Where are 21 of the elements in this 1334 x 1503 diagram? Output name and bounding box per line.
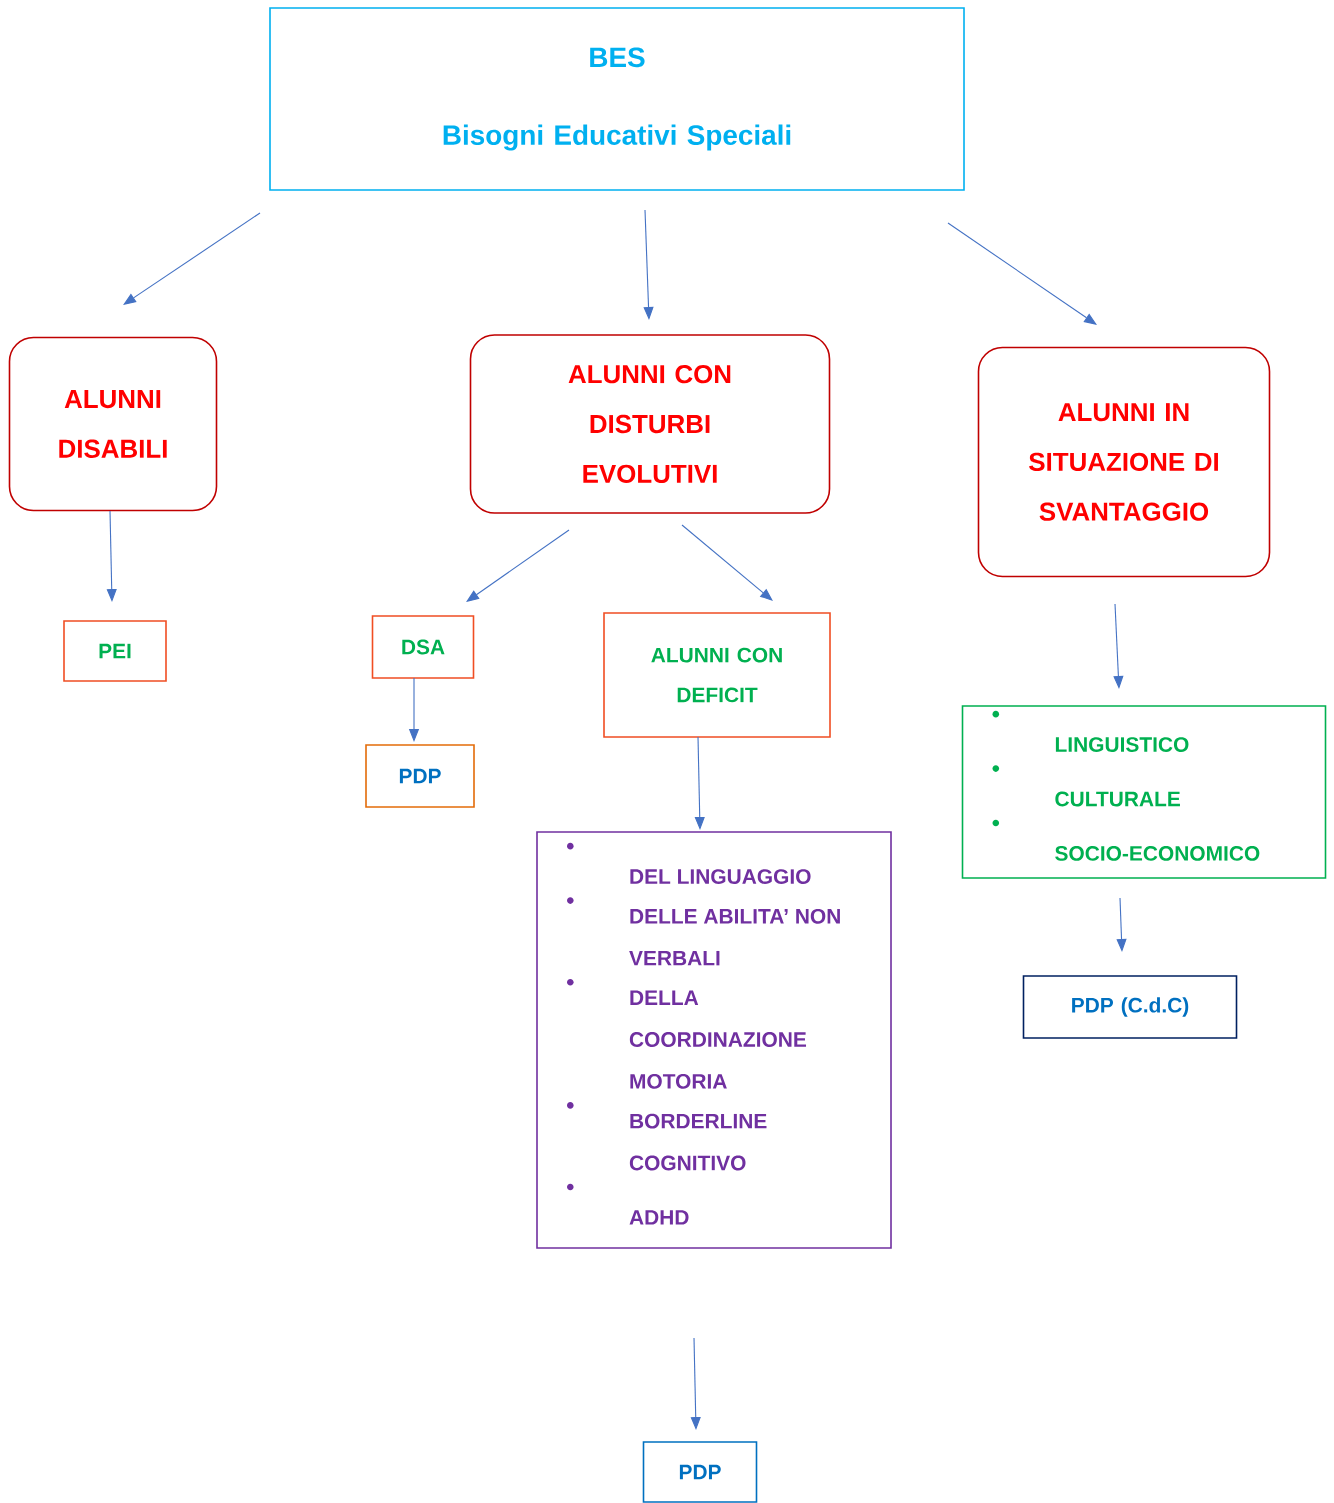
arrow <box>690 1337 701 1430</box>
category-box: ALUNNI CON DISTURBI EVOLUTIVI <box>469 334 831 514</box>
heading-box: BES Bisogni Educativi Speciali <box>269 7 965 191</box>
category-box: DSA <box>371 615 475 679</box>
plan-box: PDP <box>642 1441 758 1503</box>
plan-box: PDP (C.d.C) <box>1022 975 1238 1039</box>
arrow <box>694 736 705 830</box>
category-box: ALUNNI DISABILI <box>8 336 218 512</box>
arrow <box>947 222 1097 325</box>
category-box: ALUNNI IN SITUAZIONE DI SVANTAGGIO <box>977 346 1271 578</box>
arrow <box>1113 603 1124 689</box>
plan-box: PEI <box>63 620 167 682</box>
list-box: DEL LINGUAGGIO DELLE ABILITA’ NON VERBALI DELLA COORDINAZIONE MOTORIA BORDERLINE COGNITIVO ADHD <box>536 831 892 1249</box>
category-box: ALUNNI CON DEFICIT <box>603 612 831 738</box>
arrow <box>643 209 654 320</box>
arrow <box>1116 897 1127 952</box>
list-box: LINGUISTICO CULTURALE SOCIO-ECONOMICO <box>961 705 1327 879</box>
arrow <box>466 529 570 602</box>
plan-box: PDP <box>365 744 475 808</box>
arrow <box>123 212 261 305</box>
arrow <box>681 524 773 601</box>
